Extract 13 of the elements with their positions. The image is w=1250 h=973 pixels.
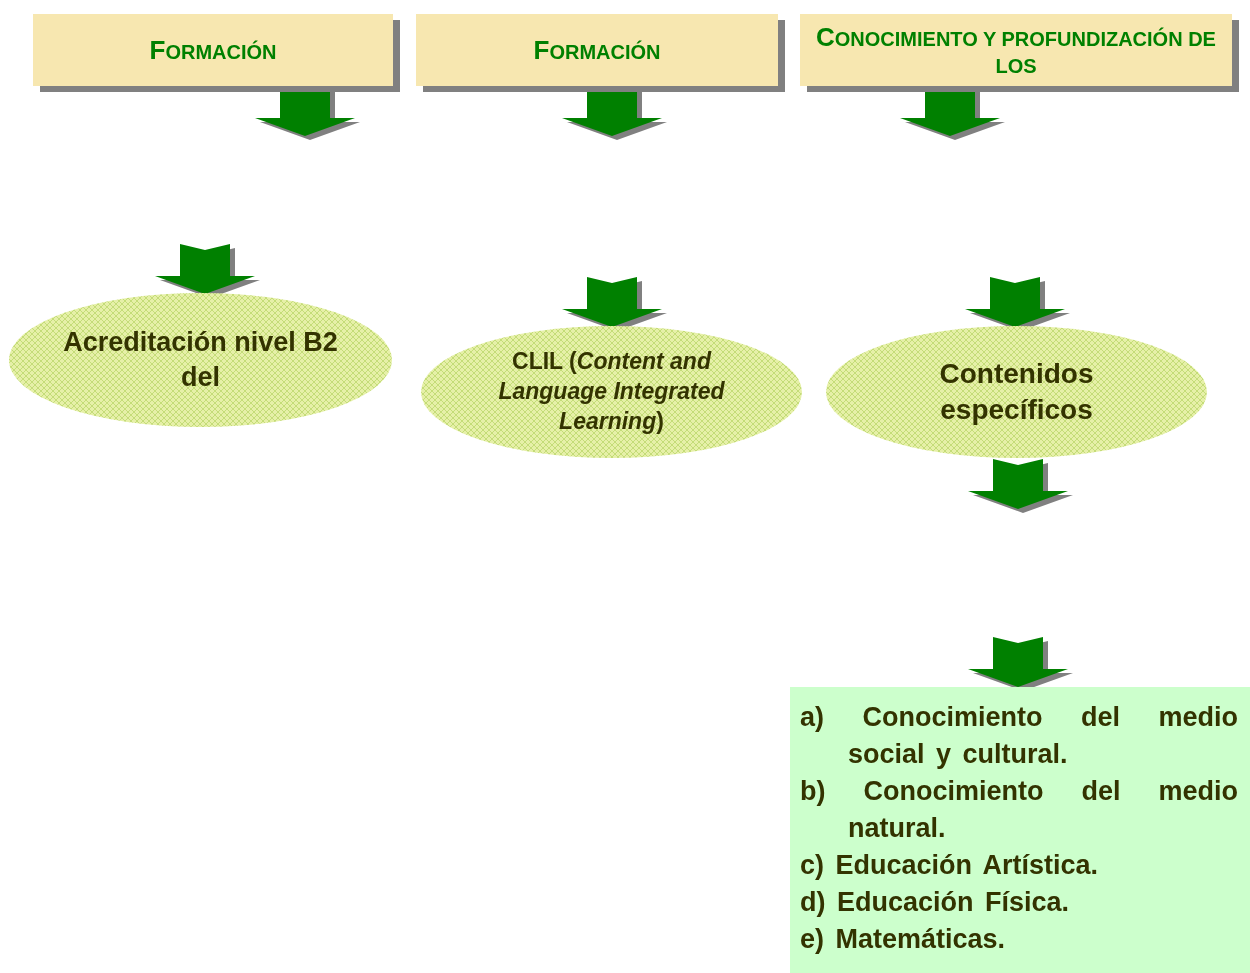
- list-item: a) Conocimiento del medio social y cultural.: [800, 701, 1238, 771]
- block-arrow: [968, 459, 1068, 687]
- list-item: b) Conocimiento del medio natural.: [800, 774, 1238, 845]
- ellipse-text: CLIL (Content and Language Integrated Learning): [497, 347, 726, 436]
- list-item: e) Matemáticas.: [800, 922, 1007, 956]
- list-item: c) Educación Artística.: [800, 848, 1100, 882]
- header-title: CONOCIMIENTO Y PROFUNDIZACIÓN DE LOS: [815, 21, 1217, 79]
- list-panel: [790, 687, 1250, 973]
- header-title: FORMACIÓN: [148, 33, 278, 67]
- list-item: d) Educación Física.: [800, 885, 1071, 919]
- ellipse-text: Acreditación nivel B2 del: [62, 325, 339, 394]
- header-title: FORMACIÓN: [532, 33, 662, 67]
- ellipse-text: Contenidos específicos: [938, 356, 1095, 427]
